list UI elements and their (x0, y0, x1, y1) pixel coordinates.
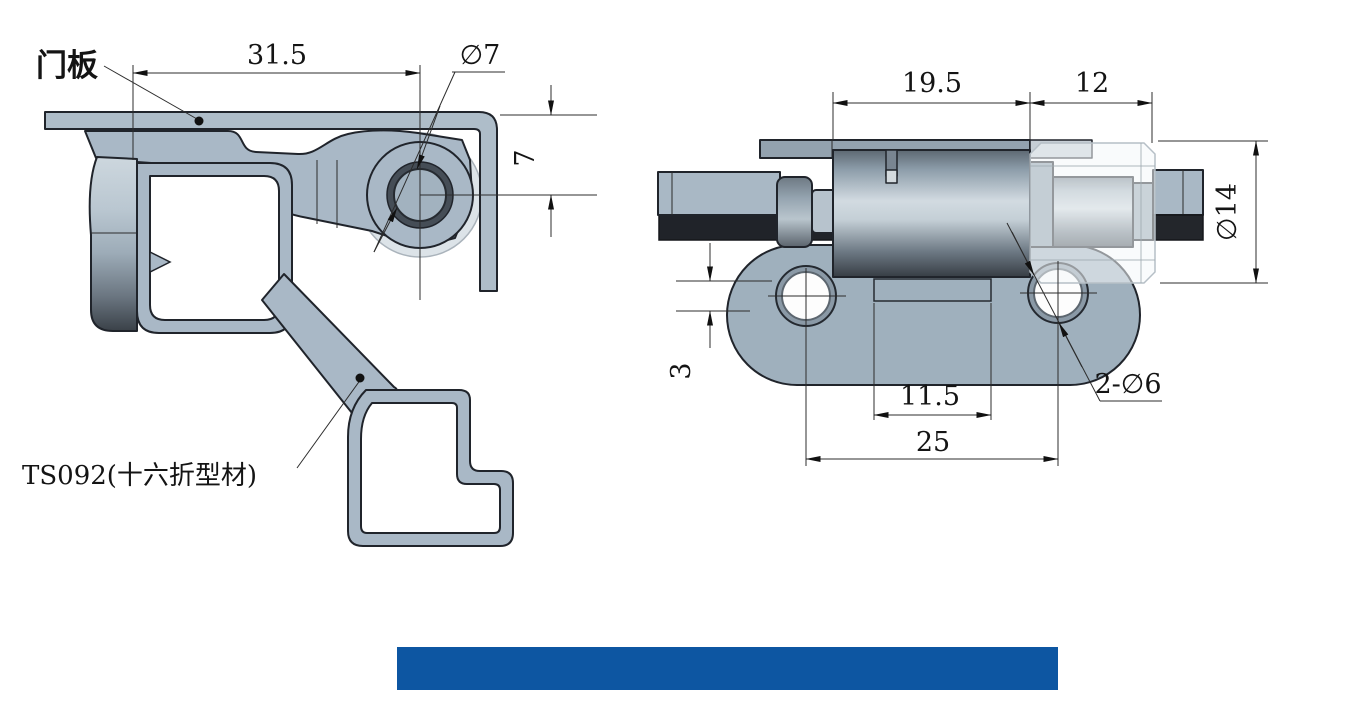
dim-25: 25 (916, 427, 950, 458)
hinge-barrel (832, 149, 1031, 278)
left-view (44, 111, 514, 547)
dim-pin-dia: ∅7 (460, 40, 501, 71)
left-collar (776, 176, 813, 248)
dim-12: 12 (1075, 68, 1109, 99)
dim-31-5: 31.5 (247, 40, 307, 71)
profile-code-label: TS092(十六折型材) (22, 461, 257, 491)
leader-dot (355, 373, 365, 383)
door-panel-shape (44, 111, 498, 292)
dim-3: 3 (666, 362, 697, 379)
leader-arrow (1011, 231, 1035, 276)
right-view (657, 139, 1204, 386)
dim-19-5: 19.5 (902, 68, 962, 99)
left-leaf-plate (657, 171, 781, 216)
leader-dot (194, 116, 204, 126)
profile-bracket (88, 156, 138, 332)
dim-11-5: 11.5 (900, 381, 960, 412)
leader-line (296, 378, 362, 469)
dim-nut-dia: ∅14 (1212, 183, 1243, 241)
shaft-dark-band (1152, 214, 1204, 241)
hex-nut-translucent (1029, 142, 1156, 284)
accent-bar (397, 647, 1058, 690)
door-panel-label: 门板 (36, 48, 98, 84)
right-shaft-end (1152, 169, 1204, 216)
profile-inner-tab (149, 250, 172, 274)
leader-line (373, 71, 456, 253)
profile-loop-upper-inner (149, 175, 280, 321)
base-plate-bend-lines (873, 278, 992, 302)
leader-arrow (416, 105, 441, 170)
barrel-keyway-end (885, 169, 898, 184)
leader-line (103, 65, 198, 120)
leader-arrow (373, 207, 398, 253)
dim-2-holes: 2-∅6 (1095, 369, 1162, 400)
dim-7: 7 (510, 149, 541, 166)
dimension-layer: 31.5 ∅7 7 门板 TS092(十六折型材) 19.5 12 ∅1 (22, 40, 1268, 491)
leader-arrow (1058, 322, 1083, 368)
profile-loop-lower-inner (360, 402, 501, 534)
